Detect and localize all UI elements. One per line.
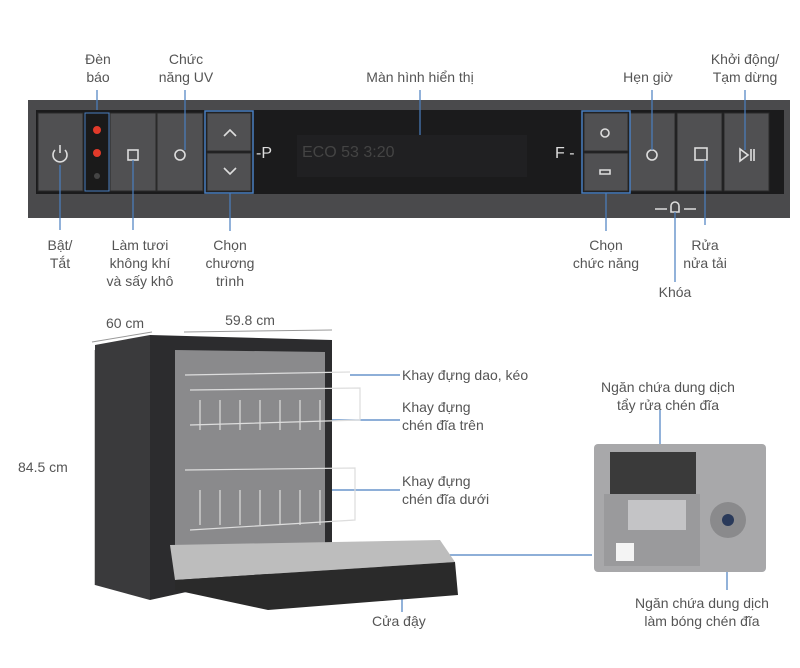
label-lock: Khóa [658, 284, 692, 300]
panel-buttons [37, 112, 770, 192]
chevron-up-icon [223, 128, 237, 137]
function-2-button [583, 152, 629, 192]
function-1-icon [600, 128, 610, 138]
chevron-down-icon [223, 167, 237, 176]
start-pause-button [723, 112, 770, 192]
label-power: Bật/Tắt [47, 237, 73, 271]
play-pause-icon [739, 147, 755, 163]
dim-height: 84.5 cm [18, 459, 68, 475]
uv-icon [174, 149, 186, 161]
label-start: Khởi động/Tạm dừng [710, 51, 780, 85]
lock-icon [655, 201, 696, 213]
label-door: Cửa đậy [372, 613, 426, 629]
dishwasher-illustration [95, 335, 458, 610]
led-2-icon [93, 149, 101, 157]
dim-width: 59.8 cm [225, 312, 275, 328]
display-readout: ECO 53 3:20 [302, 144, 395, 161]
display-screen [297, 135, 527, 177]
halfload-icon [694, 147, 708, 161]
p-label: -P [256, 145, 272, 162]
function-2-icon [599, 169, 611, 175]
dim-depth: 60 cm [105, 315, 145, 331]
door [175, 562, 458, 610]
uv-button [156, 112, 204, 192]
led-3-icon [94, 173, 100, 179]
dispenser-illustration [594, 444, 766, 572]
function-1-button [583, 112, 629, 152]
label-cutlery: Khay đựng dao, kéo [402, 367, 529, 383]
halfload-button [676, 112, 723, 192]
f-label: F - [555, 145, 575, 162]
label-display: Màn hình hiển thị [366, 69, 474, 85]
led-1-icon [93, 126, 101, 134]
power-icon [52, 145, 68, 163]
label-timer: Hẹn giờ [623, 69, 673, 85]
